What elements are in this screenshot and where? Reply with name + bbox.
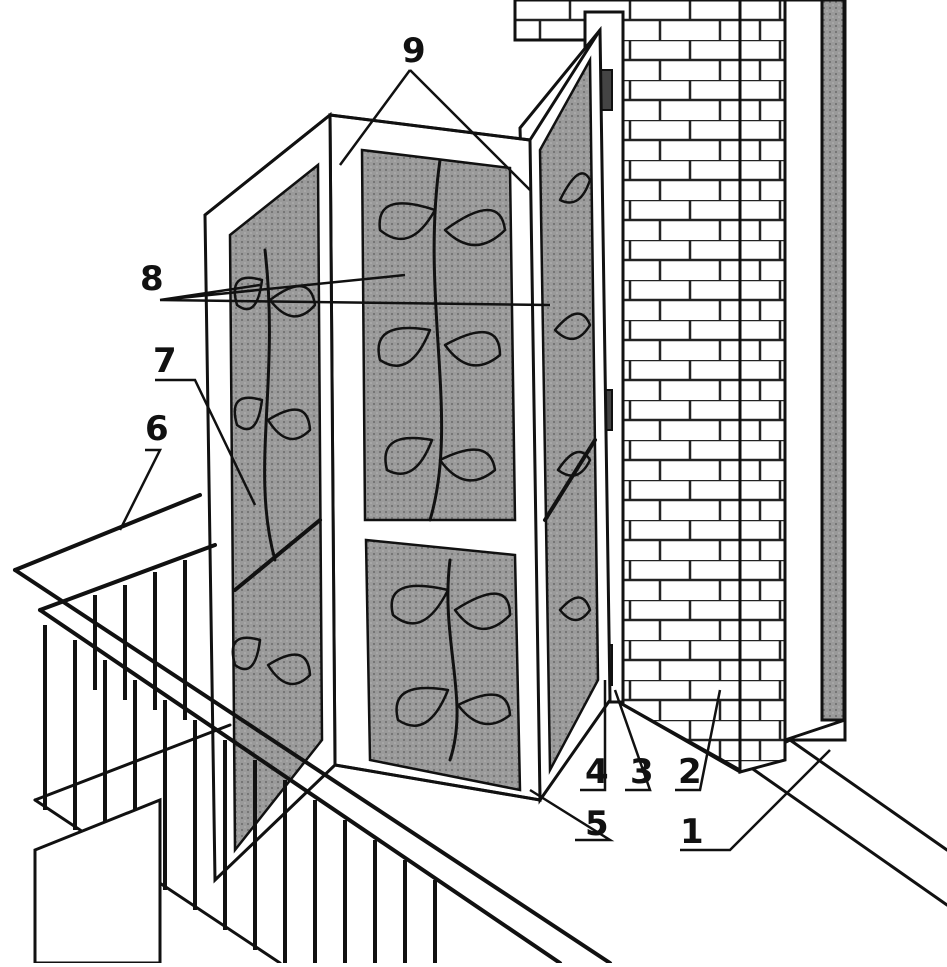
callout-4: 4: [585, 752, 609, 792]
callout-9: 9: [402, 31, 426, 71]
door-frame: [783, 0, 847, 742]
callout-2: 2: [678, 752, 702, 792]
balcony-railing: [13, 493, 612, 965]
callout-3: 3: [630, 752, 654, 792]
callout-8: 8: [140, 259, 164, 299]
callout-5: 5: [585, 804, 609, 844]
screen-panel-left: [203, 111, 337, 884]
top-frame-edge: [203, 28, 602, 217]
callout-labels: 9 8 7 6 5 4 3 2 1: [140, 31, 704, 852]
callout-7: 7: [153, 341, 177, 381]
leader-lines: [118, 69, 831, 852]
callout-6: 6: [145, 409, 169, 449]
brick-wall: [513, 0, 787, 774]
callout-1: 1: [680, 812, 704, 852]
railing-balusters: [43, 560, 437, 963]
screen-panel-middle: [328, 113, 542, 802]
screen-panel-right: [518, 25, 612, 805]
